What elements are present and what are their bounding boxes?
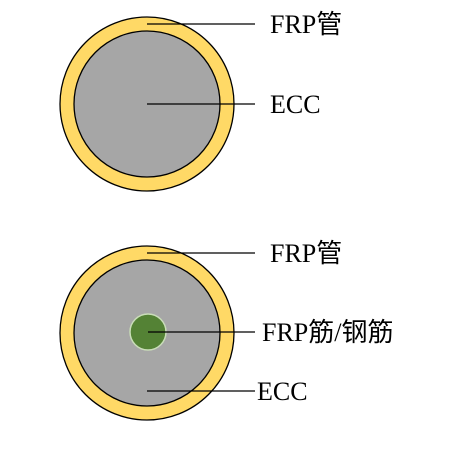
section-2-rebar-label: FRP筋/钢筋 bbox=[262, 318, 394, 347]
section-2: FRP管 FRP筋/钢筋 ECC bbox=[59, 239, 394, 421]
section-1-core-label: ECC bbox=[270, 90, 321, 119]
section-2-core-label: ECC bbox=[257, 377, 308, 406]
section-1: FRP管 ECC bbox=[59, 10, 342, 192]
section-2-tube-label: FRP管 bbox=[270, 239, 342, 268]
section-1-tube-label: FRP管 bbox=[270, 10, 342, 39]
